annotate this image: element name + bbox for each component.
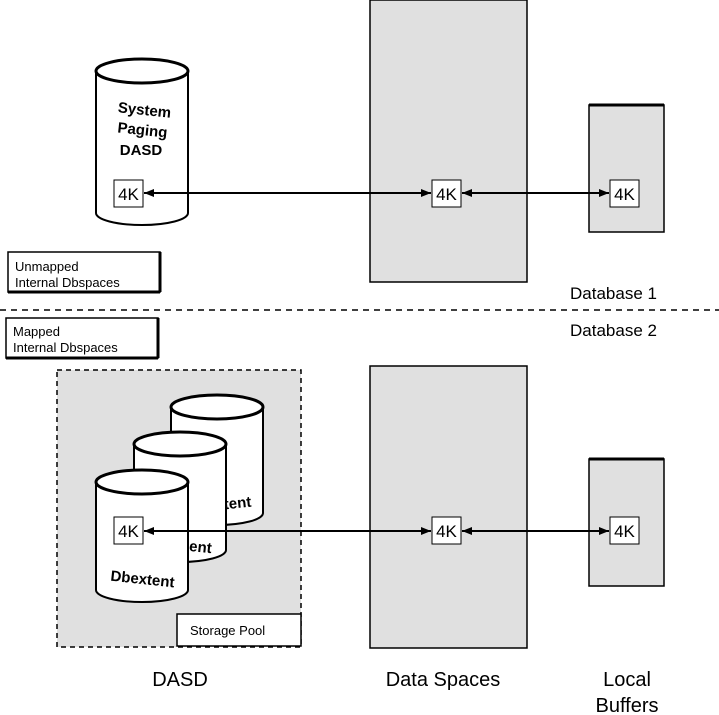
unmapped-box-line2: Internal Dbspaces [15,275,120,290]
page-cell-dataspace-db2-label: 4K [436,522,457,541]
mapped-box-line1: Mapped [13,324,60,339]
dbextent-front-label: Dbextent [110,568,176,592]
unmapped-internal-dbspaces-box: Unmapped Internal Dbspaces [7,251,162,294]
unmapped-box-line1: Unmapped [15,259,79,274]
storage-pool-label: Storage Pool [190,623,265,638]
paging-dasd-label-line2: Paging [117,119,169,141]
mapped-box-line2: Internal Dbspaces [13,340,118,355]
dbextent-back-partial-label: tent [223,494,252,514]
data-space-panel-db1 [369,0,528,283]
column-label-data-spaces: Data Spaces [386,669,501,691]
paging-dasd-label-line1: System [117,99,172,121]
page-cell-dataspace-db1: 4K [431,179,462,208]
page-cell-buffer-db1-label: 4K [614,185,635,204]
page-cell-buffer-db2: 4K [609,516,640,545]
column-label-dasd: DASD [152,669,208,691]
page-cell-dasd-db1: 4K [113,179,144,208]
column-label-local-buffers-line2: Buffers [596,695,659,715]
column-label-local-buffers-line1: Local [603,669,651,691]
local-buffer-panel-db1 [588,104,665,233]
page-cell-buffer-db2-label: 4K [614,522,635,541]
page-cell-dasd-db2: 4K [113,516,144,545]
data-space-panel-db2 [369,365,528,649]
page-cell-dataspace-db2: 4K [431,516,462,545]
page-cell-dasd-db2-label: 4K [118,522,139,541]
database-2-label: Database 2 [570,321,657,340]
paging-dasd-label-line3: DASD [120,142,163,159]
mapped-internal-dbspaces-box: Mapped Internal Dbspaces [5,317,160,360]
dbextent-middle-partial-label: ent [188,538,212,557]
storage-pool-label-box: Storage Pool [176,613,302,647]
page-cell-dataspace-db1-label: 4K [436,185,457,204]
page-cell-buffer-db1: 4K [609,179,640,208]
database-1-label: Database 1 [570,284,657,303]
page-cell-dasd-db1-label: 4K [118,185,139,204]
